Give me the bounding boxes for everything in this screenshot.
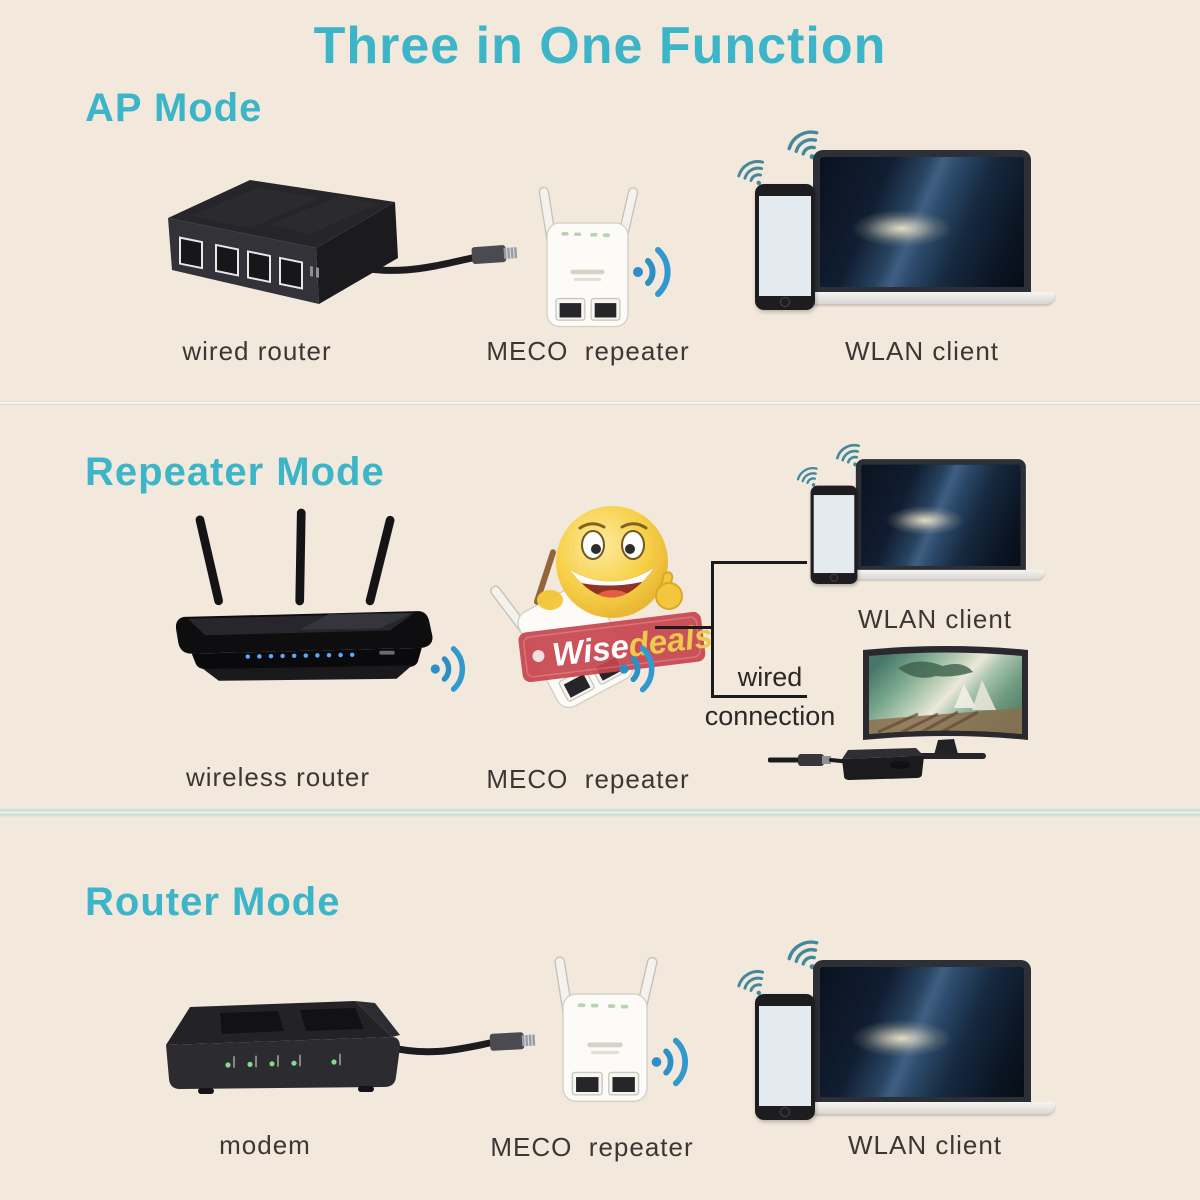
rj45-connector (489, 1032, 536, 1051)
wifi-icon (787, 130, 819, 160)
label-wired: wired (737, 662, 803, 692)
wifi-signal-icon (651, 1037, 688, 1087)
wlan-client-group (735, 128, 1055, 323)
label-modem: modem (219, 1130, 311, 1160)
router-leds (245, 652, 355, 659)
wifi-icon (787, 940, 819, 970)
section-divider (0, 808, 1200, 817)
wifi-icon (737, 970, 765, 996)
phone-screen (759, 196, 811, 296)
settop-box (842, 756, 924, 780)
phone-home-button (830, 573, 838, 582)
modem-illustration (166, 1001, 536, 1094)
router-antennas (195, 508, 395, 606)
wired-router-illustration (168, 180, 518, 304)
laptop-screen (855, 459, 1026, 572)
repeater-leds (561, 232, 610, 237)
connector-line (711, 695, 807, 698)
smartphone (810, 485, 858, 584)
laptop (789, 960, 1055, 1118)
connector-line (711, 561, 714, 698)
phone-home-button (780, 297, 790, 307)
heading-ap-mode: AP Mode (85, 86, 263, 130)
heading-repeater-mode: Repeater Mode (85, 450, 385, 494)
laptop-screen (813, 960, 1031, 1104)
ethernet-cable (384, 1039, 494, 1056)
label-wlan-client: WLAN client (847, 1130, 1003, 1160)
wifi-signal-icon (633, 247, 671, 297)
wireless-router-illustration (175, 508, 433, 681)
smartphone (755, 184, 815, 310)
repeater-ports (555, 297, 621, 321)
ethernet-ports (179, 236, 303, 290)
label-wired-router: wired router (182, 336, 332, 366)
repeater-ports (571, 1071, 640, 1096)
laptop-base (789, 292, 1055, 304)
connector-line (711, 561, 807, 564)
page-title: Three in One Function (313, 17, 887, 75)
wifi-icon (737, 160, 765, 186)
heading-router-mode: Router Mode (85, 880, 341, 924)
laptop-screen (813, 150, 1031, 294)
label-wlan-client: WLAN client (857, 604, 1013, 634)
laptop (837, 459, 1045, 582)
wisedeals-watermark: Wisedeals (518, 506, 712, 683)
label-meco-repeater: MECO repeater (486, 764, 690, 794)
modem-leds (225, 1053, 341, 1068)
label-wireless-router: wireless router (185, 762, 371, 792)
wlan-client-group (795, 442, 1045, 594)
phone-screen (813, 495, 855, 574)
rj45-connector (471, 245, 518, 265)
meco-repeater-illustration (554, 956, 658, 1103)
laptop-base (837, 569, 1045, 580)
wifi-signal-icon (430, 646, 465, 692)
thumbs-up (655, 571, 683, 610)
phone-screen (759, 1006, 811, 1106)
label-meco-repeater: MECO repeater (490, 1132, 694, 1162)
wlan-client-group (735, 938, 1055, 1133)
label-wlan-client: WLAN client (844, 336, 1000, 366)
smiley-face (556, 506, 668, 618)
phone-home-button (780, 1107, 790, 1117)
repeater-leds (577, 1003, 629, 1009)
laptop-base (789, 1102, 1055, 1114)
label-connection: connection (704, 701, 836, 731)
tv-stand (908, 753, 986, 759)
meco-repeater-illustration (538, 186, 639, 328)
tv-and-settop-illustration (768, 646, 1028, 780)
smartphone (755, 994, 815, 1120)
section-divider (0, 401, 1200, 405)
wisedeals-tag: Wisedeals (518, 611, 712, 683)
connector-line (655, 626, 713, 629)
label-meco-repeater: MECO repeater (486, 336, 690, 366)
wifi-signal-icon (619, 645, 655, 693)
wifi-icon (796, 467, 818, 487)
laptop (789, 150, 1055, 308)
watermark-text: Wisedeals (550, 617, 712, 673)
